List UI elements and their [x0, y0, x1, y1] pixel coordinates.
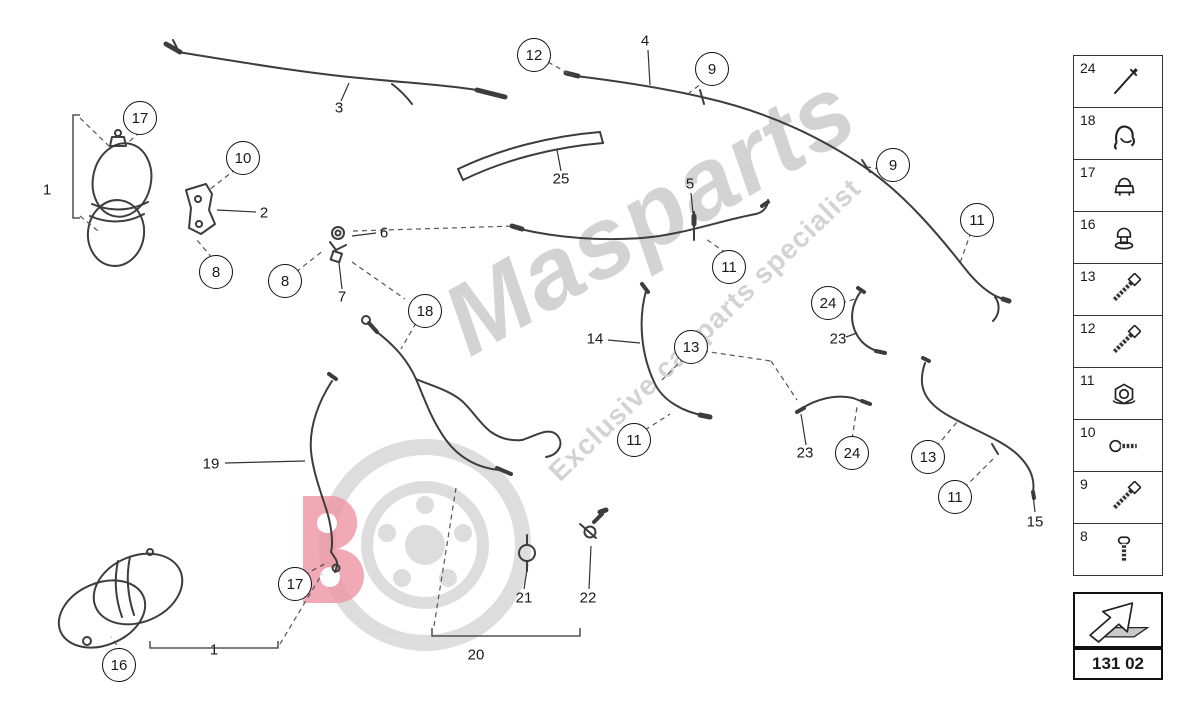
- legend-item-8: 8: [1073, 523, 1163, 576]
- legend-item-17: 17: [1073, 159, 1163, 212]
- screw-icon: [1107, 533, 1141, 567]
- legend-item-12: 12: [1073, 315, 1163, 368]
- legend-item-number: 10: [1080, 424, 1096, 440]
- legend-item-number: 17: [1080, 164, 1096, 180]
- callout-11: 11: [938, 480, 972, 514]
- cable-tie-icon: [1107, 273, 1141, 307]
- part-label-1: 1: [209, 641, 219, 659]
- cap-nut-icon: [1114, 177, 1135, 196]
- callout-24: 24: [811, 286, 845, 320]
- parts-legend: 24 18 17 16 13 12 11 10 9 8: [1073, 55, 1163, 576]
- part-label-6: 6: [379, 224, 389, 242]
- part-label-4: 4: [640, 32, 650, 50]
- legend-item-number: 9: [1080, 476, 1088, 492]
- legend-item-number: 12: [1080, 320, 1096, 336]
- part-label-7: 7: [337, 288, 347, 306]
- callout-10: 10: [226, 141, 260, 175]
- clip-icon: [1113, 125, 1136, 150]
- masparts-logo-watermark: [303, 439, 531, 651]
- callout-11: 11: [617, 423, 651, 457]
- pin-icon: [1112, 67, 1139, 95]
- part-label-25: 25: [552, 170, 570, 188]
- part-group-code: 131 02: [1073, 648, 1163, 680]
- part-label-23: 23: [829, 330, 847, 348]
- legend-item-16: 16: [1073, 211, 1163, 264]
- legend-item-number: 18: [1080, 112, 1096, 128]
- part-label-2: 2: [259, 204, 269, 222]
- part-label-15: 15: [1026, 513, 1044, 531]
- direction-arrow-box: [1073, 592, 1163, 648]
- legend-item-11: 11: [1073, 367, 1163, 420]
- callout-9: 9: [876, 148, 910, 182]
- part-label-23: 23: [796, 444, 814, 462]
- part-label-21: 21: [515, 589, 533, 607]
- part-label-5: 5: [685, 175, 695, 193]
- callout-18: 18: [408, 294, 442, 328]
- arrow-icon: [1089, 602, 1150, 643]
- callout-24: 24: [835, 436, 869, 470]
- callout-12: 12: [517, 38, 551, 72]
- part-label-1: 1: [42, 181, 52, 199]
- leader-lines: [216, 49, 1036, 590]
- legend-item-number: 16: [1080, 216, 1096, 232]
- round-screw-icon: [1107, 429, 1141, 463]
- legend-item-10: 10: [1073, 419, 1163, 472]
- grommet-icon: [1114, 227, 1134, 249]
- part-label-22: 22: [579, 589, 597, 607]
- cable-tie-icon: [1107, 325, 1141, 359]
- bracket-lines: [72, 114, 581, 649]
- legend-item-18: 18: [1073, 107, 1163, 160]
- callout-17: 17: [278, 567, 312, 601]
- callout-17: 17: [123, 101, 157, 135]
- callout-13: 13: [674, 330, 708, 364]
- flange-nut-icon: [1112, 383, 1136, 404]
- legend-item-number: 13: [1080, 268, 1096, 284]
- legend-item-13: 13: [1073, 263, 1163, 316]
- callout-8: 8: [199, 255, 233, 289]
- callout-9: 9: [695, 52, 729, 86]
- legend-rows: 24 18 17 16 13 12 11 10 9 8: [1073, 55, 1163, 576]
- hose-drawings: [57, 39, 1036, 649]
- callout-11: 11: [960, 203, 994, 237]
- legend-item-number: 11: [1080, 372, 1095, 388]
- callout-8: 8: [268, 264, 302, 298]
- dashed-leader-lines: [79, 61, 996, 653]
- part-label-20: 20: [467, 646, 485, 664]
- legend-item-number: 8: [1080, 528, 1088, 544]
- callout-11: 11: [712, 250, 746, 284]
- callout-13: 13: [911, 440, 945, 474]
- legend-item-number: 24: [1080, 60, 1096, 76]
- logo-red-emblem: [303, 496, 364, 603]
- legend-item-9: 9: [1073, 471, 1163, 524]
- legend-item-24: 24: [1073, 55, 1163, 108]
- callout-16: 16: [102, 648, 136, 682]
- part-label-19: 19: [202, 455, 220, 473]
- part-label-3: 3: [334, 99, 344, 117]
- part-label-14: 14: [586, 330, 604, 348]
- cable-tie-icon: [1107, 481, 1141, 515]
